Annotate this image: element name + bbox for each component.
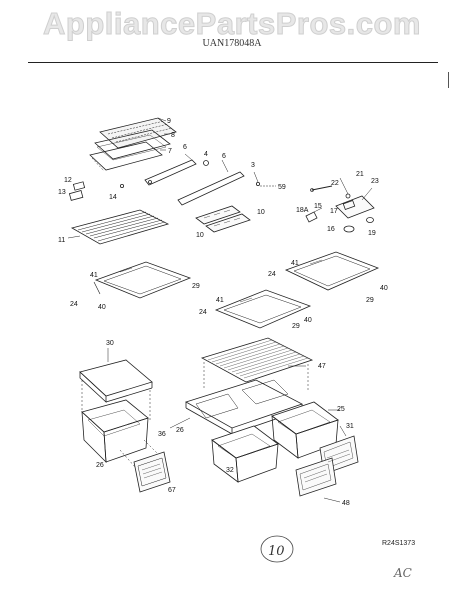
callout-41b: 41 — [291, 260, 299, 267]
wire-shelf — [67, 209, 170, 245]
shelf-rail-right — [177, 159, 245, 206]
right-crisper-drawers — [211, 401, 340, 483]
callout-29b: 29 — [366, 297, 374, 304]
margin-mark — [448, 72, 449, 88]
site-watermark: AppliancePartsPros.com — [43, 6, 421, 42]
callout-10a: 10 — [257, 209, 265, 216]
diagram-code: R24S1373 — [382, 540, 416, 547]
callout-48: 48 — [342, 500, 350, 507]
small-clips — [68, 181, 125, 201]
glass-shelf-left — [93, 261, 192, 299]
callout-36: 31 — [346, 423, 354, 430]
header-rule — [28, 62, 438, 63]
callout-12: 12 — [64, 177, 72, 184]
callout-17: 17 — [330, 208, 338, 215]
callout-3: 3 — [251, 162, 255, 169]
callout-24b: 24 — [268, 271, 276, 278]
top-shelf-stack — [89, 117, 177, 172]
left-crisper-assembly — [79, 348, 171, 493]
shelf-rail-left — [144, 153, 197, 186]
callout-59: 59 — [278, 184, 286, 191]
callout-26a: 25 — [337, 406, 345, 413]
callout-24c: 24 — [199, 309, 207, 316]
callout-25: 26 — [176, 427, 184, 434]
callout-41c: 41 — [216, 297, 224, 304]
callout-22: 22 — [331, 180, 339, 187]
clip-4 — [203, 160, 209, 166]
egg-trays — [195, 205, 251, 233]
callout-9: 9 — [167, 118, 171, 125]
callout-19: 19 — [368, 230, 376, 237]
callout-14: 14 — [109, 194, 117, 201]
crisper-cover-frame — [169, 337, 314, 435]
callout-6a: 6 — [183, 144, 187, 151]
handwritten-circle — [260, 535, 294, 563]
callout-13: 13 — [58, 189, 66, 196]
callout-24a: 24 — [70, 301, 78, 308]
callout-26b: 32 — [226, 467, 234, 474]
control-assembly — [305, 177, 375, 233]
callout-23: 23 — [371, 178, 379, 185]
drawer-fronts-right — [295, 425, 359, 503]
callout-16: 16 — [327, 226, 335, 233]
callout-11: 11 — [58, 237, 65, 244]
glass-shelf-center — [214, 289, 312, 329]
callout-40c: 40 — [304, 317, 312, 324]
callout-29c: 29 — [292, 323, 300, 330]
callout-67: 67 — [168, 487, 176, 494]
handwritten-number: 10 — [268, 544, 285, 559]
callout-41a: 41 — [90, 272, 98, 279]
callout-10b: 10 — [196, 232, 204, 239]
handwritten-initials: AC — [394, 566, 412, 580]
glass-shelf-right — [284, 251, 380, 291]
callout-18a: 18A — [296, 207, 309, 214]
callout-15: 15 — [314, 203, 322, 210]
callout-8: 8 — [171, 132, 175, 139]
callout-32: 36 — [158, 431, 166, 438]
callout-31: 26 — [96, 462, 104, 469]
callout-4: 4 — [204, 151, 208, 158]
callout-40a: 40 — [98, 304, 106, 311]
callout-29a: 29 — [192, 283, 200, 290]
callout-40b: 40 — [380, 285, 388, 292]
callout-30: 30 — [106, 340, 114, 347]
model-number: UAN178048A — [202, 38, 262, 49]
callout-21: 21 — [356, 171, 364, 178]
callout-7: 7 — [168, 148, 172, 155]
callout-47: 47 — [318, 363, 326, 370]
callout-6b: 6 — [222, 153, 226, 160]
